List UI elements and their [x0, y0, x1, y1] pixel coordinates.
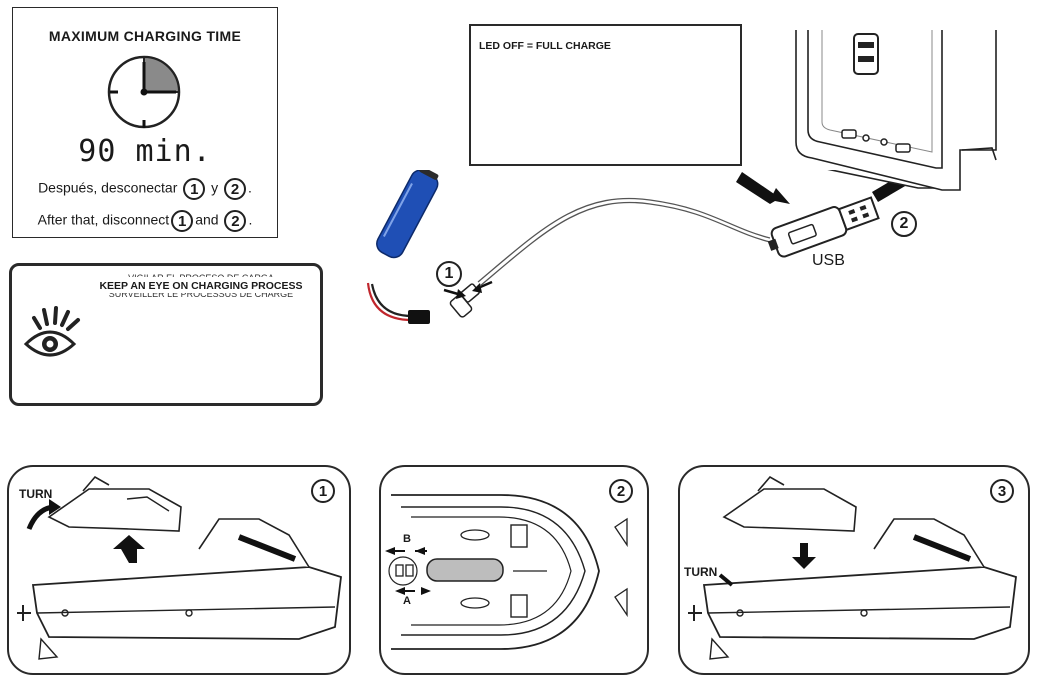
charging-time-box: MAXIMUM CHARGING TIME 90 min. Después, d… — [12, 7, 278, 238]
panel-3-turn-label: TURN — [684, 565, 718, 579]
panel-1-step-badge: 1 — [311, 479, 335, 503]
battery-plug — [408, 310, 430, 324]
panel-2-label-a: A — [403, 595, 411, 607]
charging-time-title: MAXIMUM CHARGING TIME — [48, 28, 242, 44]
eye-icon — [23, 306, 80, 357]
step-1-badge: 1 — [183, 178, 206, 200]
panel-2-label-b: B — [403, 533, 411, 545]
battery-icon — [376, 170, 439, 259]
es-text-end: . — [248, 179, 252, 196]
es-text-mid: y — [211, 179, 219, 196]
panel-2-step-badge: 2 — [609, 479, 633, 503]
en-text-end: . — [248, 211, 253, 228]
watch-charging-box: VIGILAR EL PROCESO DE CARGA KEEP AN EYE … — [9, 263, 323, 406]
disconnect-text-es: Después, desconectar 1 y 2. — [13, 178, 277, 200]
watch-text-top: VIGILAR EL PROCESO DE CARGA — [12, 271, 320, 277]
panel-1-turn-label: TURN — [19, 487, 53, 501]
led-indicator-box: LED OFF = FULL CHARGE — [469, 24, 742, 166]
usb-label: USB — [812, 252, 845, 269]
en-text-before: After that, disconnect — [37, 211, 170, 228]
battery-compartment-icon — [385, 494, 628, 650]
step-panel-1: 1 TURN — [7, 465, 351, 675]
charger-step-2-badge: 2 — [891, 211, 917, 237]
charger-step-1-badge: 1 — [436, 261, 462, 287]
power-bank-icon — [795, 30, 997, 191]
led-full-charge-label: LED OFF = FULL CHARGE — [479, 40, 611, 52]
charging-time-value: 90 min. — [78, 134, 212, 169]
watch-text-bottom: SURVEILLER LE PROCESSUS DE CHARGE — [108, 293, 294, 298]
clock-icon — [107, 55, 181, 129]
panel-3-step-badge: 3 — [990, 479, 1014, 503]
jet-ski-icon — [17, 475, 342, 660]
step-panel-2: 2 B A — [379, 465, 649, 675]
charger-illustration — [366, 170, 947, 324]
jet-ski-icon — [688, 475, 1017, 660]
watch-text-main: KEEP AN EYE ON CHARGING PROCESS — [99, 280, 303, 292]
step-2-badge: 2 — [224, 210, 247, 232]
step-panel-3: 3 TURN — [678, 465, 1030, 675]
step-2-badge: 2 — [224, 178, 247, 200]
en-text-mid: and — [195, 211, 219, 228]
usb-charger-icon — [767, 196, 880, 258]
step-1-badge: 1 — [171, 210, 194, 232]
es-text-before: Después, desconectar — [38, 179, 178, 196]
